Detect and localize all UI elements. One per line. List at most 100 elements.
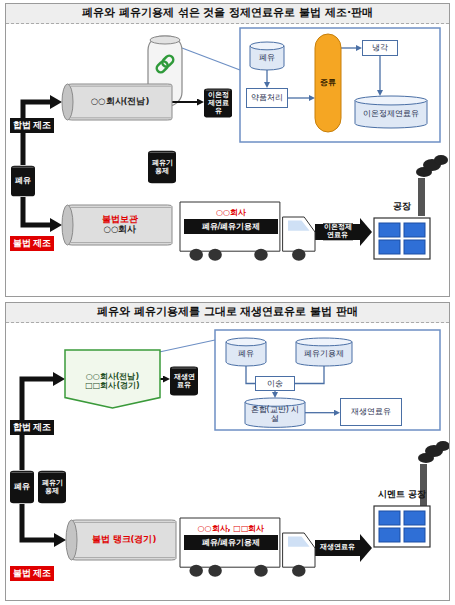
drum-body [148,151,176,184]
factory-window [379,511,400,525]
drum-rim [150,152,175,153]
tower-cap [150,36,180,44]
drum-rim [40,472,65,473]
distillation-column: 증류 [315,34,341,132]
factory-window [379,223,400,237]
chain-link [161,54,175,68]
node-text: 폐유기용제 [304,349,344,358]
node-text: 폐유와 폐유기용제 섞은 것을 정제연료유로 불법 제조·판매 [6,4,449,24]
truck-cab [283,217,315,251]
smoke [436,441,450,451]
node-text: 이송 [267,379,283,388]
factory-window [379,240,400,254]
node-text: 합법 제조 [13,121,52,131]
node-text: 폐유와 폐유기용제를 그대로 재생연료유로 불법 판매 [6,303,449,323]
leader-line [182,48,240,70]
edge-label: 재생연료유 [319,543,357,553]
factory-window [404,223,425,237]
node-text: 이온정제연료유 [206,91,230,115]
connector [246,366,255,384]
drum-body [170,367,198,396]
drum-body [11,166,35,197]
cylinder-top [226,338,266,346]
factory: 시멘트 공장 [372,488,432,568]
node-text: 폐유/폐유기용제 [184,535,278,550]
illegal-tag: 불법 제조 [10,236,54,251]
drum: 폐유기용제 [148,150,176,184]
tank-end [62,84,73,120]
factory-building [373,502,431,548]
cylinder-top [296,338,352,346]
cylinder-top [245,398,305,406]
smoke [434,155,448,165]
process-tank: 혼합(교반) 시설 [245,398,305,427]
tanker-truck: ○○회사폐유/폐유기용제 [180,202,315,262]
node-text: 폐유기용제 [150,159,174,175]
chain-logo [155,54,175,74]
node-text: 시멘트 공장 [378,489,426,499]
wheel [208,565,222,577]
storage-tank: 불법 탱크(경기) [66,520,176,560]
node-text: 재생연료유 [172,373,196,389]
tank-body [68,205,173,245]
node-text: 불법 탱크(경기) [92,535,157,545]
node-text: 냉각 [372,43,388,52]
inset-frame [240,28,440,142]
drum-rim [172,368,197,369]
product-tank: 이온정제연료유 [355,96,427,128]
factory-window [404,240,425,254]
connector [23,102,50,165]
tank-end [66,520,77,560]
process-box: 재생연료유 [340,398,402,426]
node-text: 폐유기용제 [40,479,64,495]
process-box: 이송 [255,376,295,391]
node-text: ○○회사 [184,208,278,217]
connector [274,391,275,392]
tank-band [75,557,175,558]
node-text: 불법 제조 [13,239,52,249]
badge-outline [65,350,160,408]
node-text: 폐유/폐유기용제 [184,219,278,234]
panel: 폐유와 폐유기용제 섞은 것을 정제연료유로 불법 제조·판매합법 제조불법 제… [5,3,450,297]
process-box: 냉각 [362,40,398,56]
column-body [315,34,341,132]
tank-band [71,207,171,208]
truck-cab [283,533,315,567]
node-text: 합법 제조 [13,423,52,433]
node-text: ○○회사(전남) [91,97,150,107]
inset-frame [215,330,440,430]
wheel [208,249,222,261]
connector [172,101,197,103]
drum-rim [206,90,231,91]
wheel [254,249,268,261]
process-box: 약품처리 [246,88,288,108]
company-badge: ○○회사(전남)□□회사(경기) [65,350,160,408]
tank-end [62,205,73,245]
building-wall [374,218,430,259]
tank-band [71,86,171,87]
wheel [254,565,268,577]
node-text: 폐유 [238,349,254,358]
connector [341,47,356,48]
cylinder-top [250,42,284,50]
tank-body [72,520,177,560]
trailer [180,518,280,567]
process-tank: 폐유기용제 [296,338,352,366]
storage-tank: 불법보관○○회사 [62,205,172,245]
drum: 폐유기용제 [38,470,66,504]
node-text: 폐유 [15,176,31,185]
illegal-tag: 불법 제조 [10,566,54,581]
cab-window [288,221,310,231]
drum-rim [11,472,32,473]
connector [266,70,267,82]
node-text: 폐유 [14,482,30,491]
node-text: 불법보관 [102,215,138,225]
drum-rim [12,167,33,168]
drum: 재생연료유 [170,366,198,396]
factory-window [404,511,425,525]
wheel [189,565,203,577]
connector [22,504,54,540]
wheel [189,249,203,261]
cab-window [288,537,310,547]
